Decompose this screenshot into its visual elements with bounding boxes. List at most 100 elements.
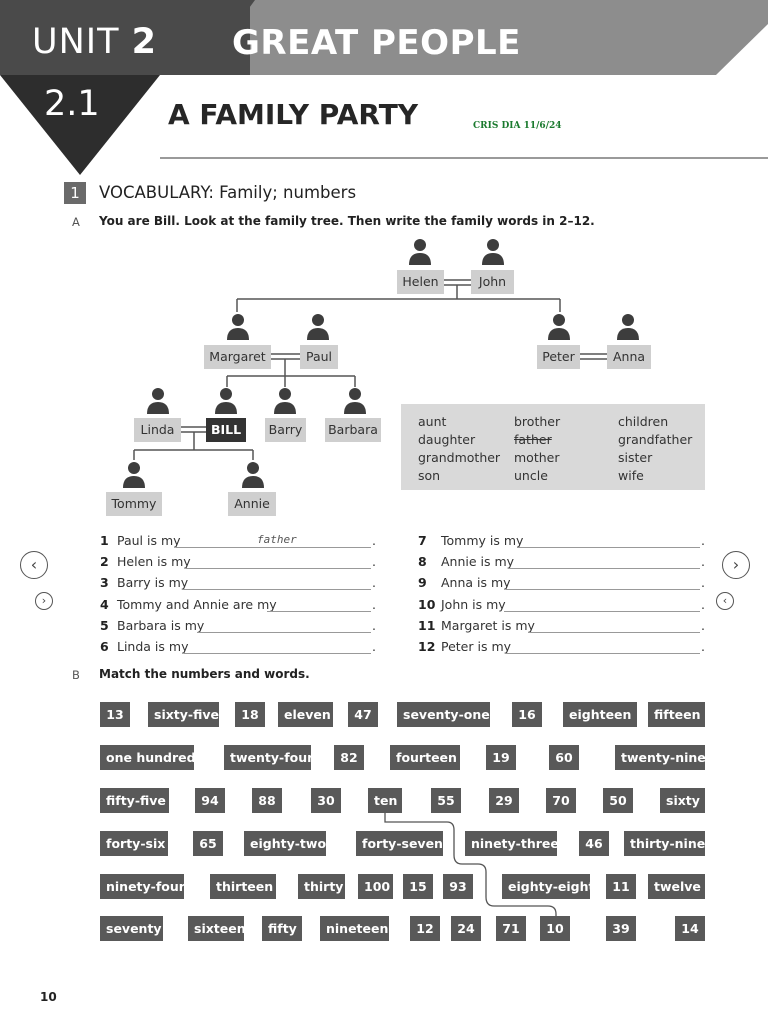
match-tile[interactable]: 60	[549, 745, 579, 770]
question-text: Margaret is my	[441, 618, 535, 633]
match-tile[interactable]: 11	[606, 874, 636, 899]
match-tile[interactable]: fifty-five	[100, 788, 169, 813]
match-tile[interactable]: seventy	[100, 916, 163, 941]
word-bank-item: children	[618, 414, 669, 429]
lesson-badge	[0, 75, 160, 175]
match-tile[interactable]: twenty-four	[224, 745, 313, 770]
match-tile[interactable]: eighty-eight	[502, 874, 595, 899]
answer-line[interactable]	[182, 589, 371, 590]
match-tile[interactable]: 12	[410, 916, 440, 941]
match-tile[interactable]: 29	[489, 788, 519, 813]
period: .	[701, 533, 705, 548]
period: .	[372, 575, 376, 590]
match-tile[interactable]: 24	[451, 916, 481, 941]
match-tile[interactable]: 19	[486, 745, 516, 770]
answer-line[interactable]	[518, 547, 700, 548]
match-tile[interactable]: twenty-nine	[615, 745, 706, 770]
family-member-peter: Peter	[537, 345, 580, 369]
family-member-helen: Helen	[397, 270, 444, 294]
match-tile[interactable]: nineteen	[320, 916, 389, 941]
word-bank-item: sister	[618, 450, 653, 465]
match-tile[interactable]: sixteen	[188, 916, 246, 941]
next-page-small-button[interactable]: ›	[35, 592, 53, 610]
match-tile[interactable]: ninety-three	[465, 831, 559, 856]
answer-line[interactable]	[504, 611, 700, 612]
match-tile[interactable]: 13	[100, 702, 130, 727]
part-b-letter: B	[72, 668, 80, 682]
family-member-tommy: Tommy	[106, 492, 162, 516]
match-tile[interactable]: fifty	[262, 916, 302, 941]
answer-line[interactable]	[506, 653, 700, 654]
match-tile[interactable]: 14	[675, 916, 705, 941]
match-tile[interactable]: 93	[443, 874, 473, 899]
match-tile[interactable]: eleven	[278, 702, 333, 727]
match-tile[interactable]: forty-six	[100, 831, 168, 856]
answer-line[interactable]	[176, 547, 371, 548]
prev-page-button[interactable]: ‹	[20, 551, 48, 579]
match-tile[interactable]: one hundred	[100, 745, 196, 770]
answer-line[interactable]	[267, 611, 371, 612]
match-tile[interactable]: 10	[540, 916, 570, 941]
match-tile[interactable]: 71	[496, 916, 526, 941]
match-tile[interactable]: 88	[252, 788, 282, 813]
next-page-button[interactable]: ›	[722, 551, 750, 579]
word-bank-item: grandmother	[418, 450, 501, 465]
match-tile[interactable]: seventy-one	[397, 702, 490, 727]
question-number: 5	[100, 618, 109, 633]
match-tile[interactable]: 94	[195, 788, 225, 813]
question-text: Annie is my	[441, 554, 515, 569]
match-tile[interactable]: 100	[358, 874, 393, 899]
word-bank-item: grandfather	[618, 432, 693, 447]
match-tile[interactable]: 15	[403, 874, 433, 899]
match-tile[interactable]: 30	[311, 788, 341, 813]
match-tile[interactable]: 82	[334, 745, 364, 770]
match-tile[interactable]: 50	[603, 788, 633, 813]
match-tile[interactable]: 18	[235, 702, 265, 727]
chevron-left-icon: ‹	[722, 594, 728, 607]
prev-page-small-button[interactable]: ‹	[716, 592, 734, 610]
word-bank-item: uncle	[514, 468, 548, 483]
match-tile[interactable]: 55	[431, 788, 461, 813]
question-text: Tommy and Annie are my	[117, 597, 277, 612]
question-number: 2	[100, 554, 109, 569]
answer-line[interactable]	[184, 653, 371, 654]
chevron-right-icon: ›	[732, 555, 740, 574]
word-bank-item: father	[514, 432, 552, 447]
answer-line[interactable]	[186, 568, 371, 569]
match-tile[interactable]: 47	[348, 702, 378, 727]
family-member-barbara: Barbara	[325, 418, 381, 442]
match-tile[interactable]: twelve	[648, 874, 705, 899]
word-bank-item: mother	[514, 450, 560, 465]
match-tile[interactable]: fifteen	[648, 702, 705, 727]
match-tile[interactable]: eighteen	[563, 702, 637, 727]
match-tile[interactable]: forty-seven	[356, 831, 443, 856]
answer-line[interactable]	[197, 632, 371, 633]
chevron-right-icon: ›	[41, 594, 47, 607]
match-tile[interactable]: 16	[512, 702, 542, 727]
answer-line[interactable]	[528, 632, 700, 633]
match-tile[interactable]: 39	[606, 916, 636, 941]
match-tile[interactable]: ten	[368, 788, 402, 813]
answer-line[interactable]	[509, 568, 700, 569]
match-tile[interactable]: fourteen	[390, 745, 460, 770]
answer-line[interactable]	[506, 589, 700, 590]
period: .	[372, 618, 376, 633]
match-tile[interactable]: 46	[579, 831, 609, 856]
person-icon	[274, 388, 296, 414]
match-tile[interactable]: eighty-two	[244, 831, 326, 856]
match-tile[interactable]: ninety-four	[100, 874, 185, 899]
match-tile[interactable]: thirteen	[210, 874, 276, 899]
match-tile[interactable]: sixty	[660, 788, 705, 813]
match-tile[interactable]: 70	[546, 788, 576, 813]
match-tile[interactable]: thirty	[298, 874, 345, 899]
match-tile[interactable]: sixty-five	[148, 702, 219, 727]
match-tile[interactable]: thirty-nine	[624, 831, 705, 856]
match-tile[interactable]: 65	[193, 831, 223, 856]
handwritten-note: CRIS DIA 11/6/24	[473, 121, 562, 131]
